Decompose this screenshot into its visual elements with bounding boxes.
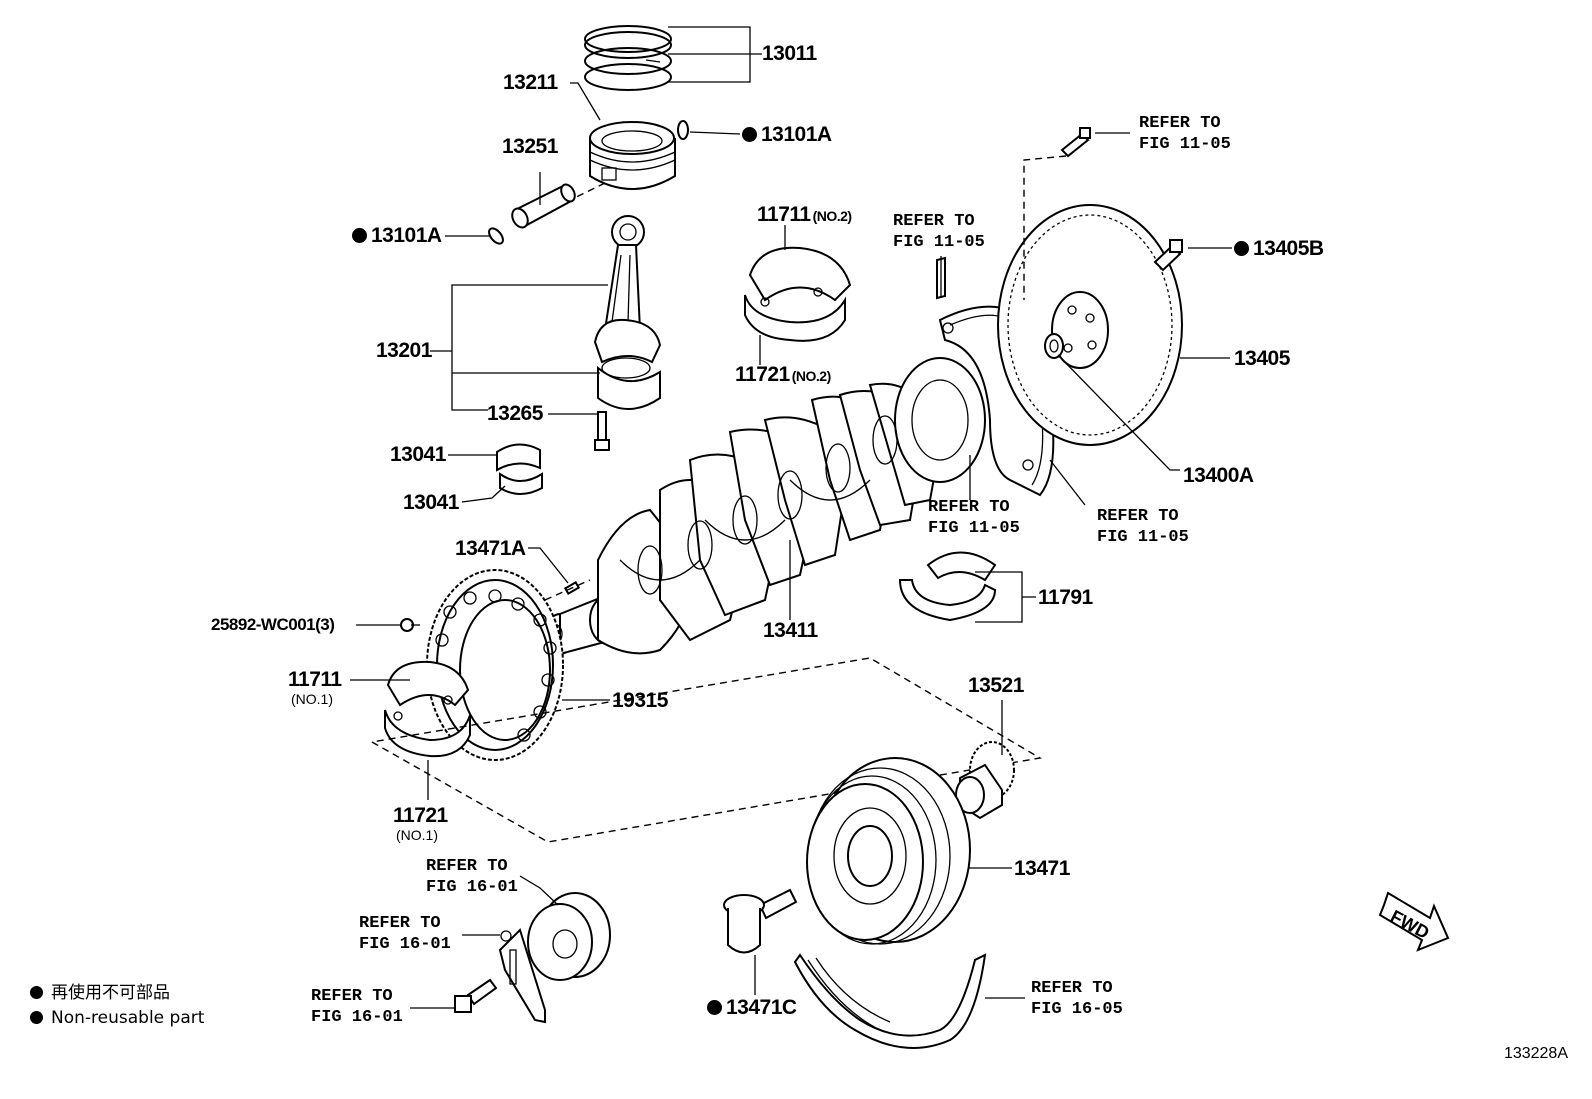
non-reusable-dot-icon [352,228,367,243]
non-reusable-dot-icon [1234,241,1249,256]
label-crankshaft: 13411 [763,619,818,642]
label-crank-key: 13471A [455,537,526,560]
non-reusable-dot-icon [30,1011,43,1024]
label-pulley-bolt: 13471C [707,997,797,1018]
crankshaft-drawing [545,357,986,656]
crank-pulley-drawing [806,757,971,945]
label-crank-gear: 13521 [968,674,1024,697]
main-bearing-no1-drawing [384,660,471,758]
legend-english: Non-reusable part [30,1010,204,1027]
label-connecting-rod: 13201 [376,339,432,362]
label-flywheel-bolt: 13405B [1234,238,1324,259]
tensioner-bolt-drawing [454,978,498,1013]
label-main-bearing-lower-no2: 11721(NO.2) [735,363,831,386]
label-rod-bearing-lower: 13041 [403,491,459,514]
non-reusable-dot-icon [707,1000,722,1015]
pulley-bolt-drawing [723,888,798,954]
tensioner-pulley-drawing [498,892,611,1024]
piston-ring-set-drawing [584,25,672,91]
label-no1-suffix-lower: (NO.1) [396,827,438,843]
label-main-bearing-upper-no1: 11711 [288,668,342,691]
crank-gear-drawing [955,741,1015,820]
main-bearing-no2-drawing [744,246,852,342]
forward-direction-arrow [1378,891,1450,952]
v-belt-drawing [793,953,987,1049]
non-reusable-dot-icon [742,127,757,142]
piston-pin-drawing [511,183,576,229]
label-rod-bolt: 13265 [487,402,543,425]
label-main-bearing-lower-no1: 11721 [393,804,448,827]
rotor-screw-drawing [400,618,420,632]
connecting-rod-drawing [593,215,662,410]
rod-bearing-drawing [496,443,543,495]
label-thrust-washer: 11791 [1038,586,1093,609]
label-snap-ring-left: 13101A [352,225,442,246]
label-rod-bearing-upper: 13041 [390,443,446,466]
label-piston-pin: 13251 [502,135,558,158]
timing-rotor-drawing [426,569,564,761]
label-piston: 13211 [503,71,558,94]
thrust-washer-drawing [898,551,997,622]
label-timing-rotor: 19315 [612,689,668,712]
label-crank-pulley: 13471 [1014,857,1070,880]
label-piston-ring-set: 13011 [762,42,817,65]
piston-drawing [589,121,676,190]
figure-id: 133228A [1503,1045,1568,1062]
top-bolt-drawing [1060,127,1091,158]
flywheel-bolt-drawing [1153,239,1183,272]
label-main-bearing-upper-no2: 11711(NO.2) [757,203,852,226]
label-rotor-screw: 25892-WC001(3) [211,615,335,634]
rod-bolt-drawing [594,411,610,451]
legend-japanese: 再使用不可部品 [30,985,170,1002]
label-flywheel: 13405 [1234,347,1290,370]
non-reusable-dot-icon [30,986,43,999]
flywheel-drawing [997,204,1183,446]
label-snap-ring-top: 13101A [742,124,832,145]
label-no1-suffix-upper: (NO.1) [291,691,333,707]
label-spacer: 13400A [1183,464,1254,487]
